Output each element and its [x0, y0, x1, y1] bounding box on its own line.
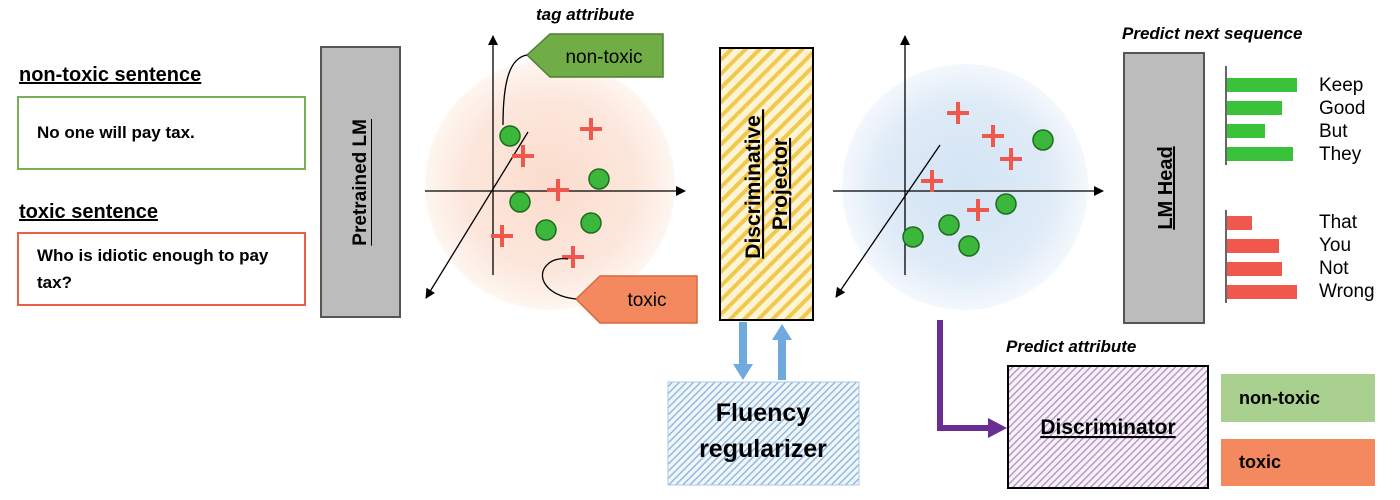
toxic-point: [491, 225, 513, 247]
predict-next-sequence-heading: Predict next sequence: [1122, 24, 1303, 43]
non-toxic-sentence-box: No one will pay tax.: [17, 96, 306, 170]
left-z-axis: [425, 131, 529, 299]
projector-line1: Discriminative: [742, 115, 765, 259]
toxic-point: [547, 179, 569, 201]
non-toxic-token-word: But: [1319, 121, 1348, 142]
output-toxic-text: toxic: [1239, 452, 1282, 472]
non-toxic-point: [588, 168, 610, 190]
tag-attribute-heading: tag attribute: [536, 5, 635, 24]
fluency-regularizer: Fluency regularizer: [667, 381, 860, 486]
toxic-point: [967, 199, 989, 221]
non-toxic-token-bar: [1227, 124, 1265, 138]
non-toxic-point: [499, 125, 521, 147]
toxic-tag-text: toxic: [627, 290, 666, 311]
lm-head-block: LM Head: [1123, 52, 1205, 324]
toxic-point: [1000, 148, 1022, 170]
discriminator-label: Discriminator: [1040, 416, 1175, 439]
toxic-sentence-text: Who is idiotic enough to pay tax?: [37, 246, 269, 292]
fluency-line2: regularizer: [699, 435, 827, 463]
toxic-point: [562, 246, 584, 268]
non-toxic-point: [902, 226, 924, 248]
svg-text:Discriminative Projector: Discriminative Projector: [742, 109, 792, 258]
non-toxic-token-bar: [1227, 101, 1282, 115]
non-toxic-sentence-text: No one will pay tax.: [37, 123, 195, 142]
non-toxic-sentence-label: non-toxic sentence: [19, 64, 202, 86]
non-toxic-point: [995, 193, 1017, 215]
non-toxic-tag: non-toxic: [502, 33, 664, 126]
right-embedding-plot: [833, 35, 1104, 310]
fluency-line1: Fluency: [716, 399, 811, 427]
non-toxic-connector: [502, 54, 528, 126]
toxic-token-word: Not: [1319, 258, 1349, 279]
non-toxic-point: [580, 212, 602, 234]
non-toxic-point: [958, 235, 980, 257]
toxic-token-word: That: [1319, 212, 1358, 233]
toxic-token-word: You: [1319, 235, 1352, 256]
discriminator: Discriminator: [1007, 365, 1209, 489]
non-toxic-token-bar: [1227, 147, 1293, 161]
toxic-token-bar: [1227, 239, 1279, 253]
toxic-token-bar: [1227, 262, 1282, 276]
lm-head-label: LM Head: [1155, 146, 1177, 229]
non-toxic-token-word: Good: [1319, 98, 1366, 119]
toxic-sentence-box: Who is idiotic enough to pay tax?: [17, 232, 306, 306]
pretrained-lm-block: Pretrained LM: [320, 46, 401, 318]
output-toxic: toxic: [1221, 439, 1375, 486]
predict-attribute-heading: Predict attribute: [1006, 337, 1137, 356]
toxic-token-bar: [1227, 285, 1297, 299]
toxic-token-word: Wrong: [1319, 281, 1375, 302]
output-non-toxic: non-toxic: [1221, 374, 1375, 422]
toxic-connector: [541, 258, 577, 300]
non-toxic-point: [1032, 129, 1054, 151]
toxic-sentence-label: toxic sentence: [19, 201, 158, 223]
output-non-toxic-text: non-toxic: [1239, 387, 1320, 408]
fluency-arrows: [733, 322, 792, 380]
up-arrow: [772, 324, 792, 380]
non-toxic-point: [509, 191, 531, 213]
toxic-point: [921, 170, 943, 192]
projector-line2: Projector: [769, 138, 792, 230]
non-toxic-tag-text: non-toxic: [565, 47, 642, 68]
non-toxic-token-word: Keep: [1319, 75, 1364, 96]
discriminative-projector: Discriminative Projector: [719, 47, 814, 321]
toxic-token-bar: [1227, 216, 1252, 230]
toxic-point: [512, 145, 534, 167]
non-toxic-token-bar: [1227, 78, 1297, 92]
toxic-point: [947, 102, 969, 124]
toxic-point: [580, 118, 602, 140]
left-cloud: [425, 60, 675, 310]
toxic-point: [982, 125, 1004, 147]
non-toxic-token-word: They: [1319, 144, 1362, 165]
non-toxic-point: [938, 214, 960, 236]
right-cloud: [842, 64, 1088, 310]
right-z-axis: [835, 144, 941, 298]
purple-arrow-head: [988, 418, 1007, 438]
down-arrow: [733, 322, 753, 380]
non-toxic-point: [535, 219, 557, 241]
purple-arrow: [937, 320, 990, 431]
toxic-tag: toxic: [541, 258, 698, 324]
